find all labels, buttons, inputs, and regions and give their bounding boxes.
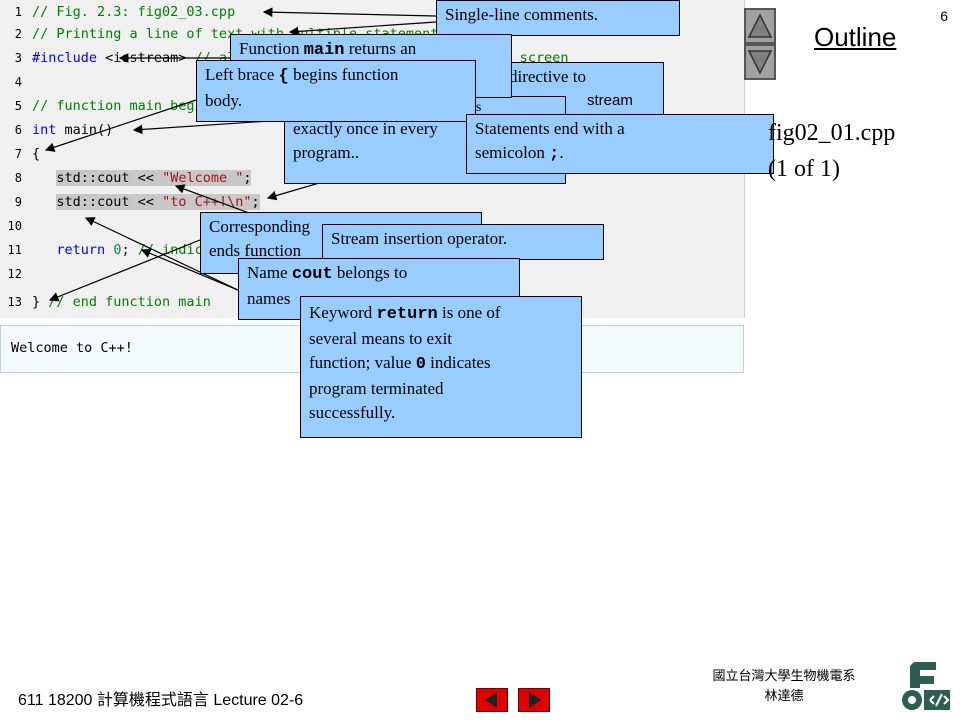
line-number: 9 xyxy=(14,195,22,209)
arrow-right-icon xyxy=(529,692,541,708)
department-footer: 國立台灣大學生物機電系 林達德 xyxy=(700,666,868,706)
triangle-up-icon xyxy=(747,13,773,38)
code-line: 10 xyxy=(0,214,32,238)
department-name: 國立台灣大學生物機電系 xyxy=(712,668,856,683)
scroll-up-button[interactable] xyxy=(744,8,776,44)
code-token: #include xyxy=(32,50,98,66)
code-token: ; xyxy=(121,242,138,258)
code-line: 1 // Fig. 2.3: fig02_03.cpp xyxy=(0,0,235,24)
callout-stream-insertion: Stream insertion operator. xyxy=(322,224,604,260)
code-token xyxy=(32,194,56,210)
line-number: 4 xyxy=(14,75,22,89)
code-line: 8 std::cout << "Welcome "; xyxy=(0,166,252,190)
line-number: 6 xyxy=(14,123,22,137)
code-token: // end function main xyxy=(48,294,211,310)
code-line: 12 xyxy=(0,262,32,286)
scroll-down-button[interactable] xyxy=(744,44,776,80)
next-slide-button[interactable] xyxy=(518,688,550,712)
code-token: } xyxy=(32,294,49,310)
line-number: 11 xyxy=(7,243,22,257)
code-token: std::cout << xyxy=(56,194,163,210)
author-name: 林達德 xyxy=(764,688,804,703)
line-number: 7 xyxy=(14,147,22,161)
code-token: std::cout << xyxy=(56,170,163,186)
line-number: 12 xyxy=(7,267,22,281)
code-token: int xyxy=(32,122,57,138)
code-line: 7{ xyxy=(0,142,40,166)
code-token: "Welcome " xyxy=(162,170,244,186)
code-token: ; xyxy=(251,194,260,210)
triangle-down-icon xyxy=(747,50,773,75)
callout-return-keyword: Keyword return is one of several means t… xyxy=(300,296,582,438)
code-line: 6 int main() xyxy=(0,118,114,142)
code-token: ; xyxy=(243,170,252,186)
code-token: { xyxy=(32,146,41,162)
line-number: 10 xyxy=(7,219,22,233)
line-number: 8 xyxy=(14,171,22,185)
course-footer: 611 18200 計算機程式語言 Lecture 02-6 xyxy=(18,692,304,709)
output-text: Welcome to C++! xyxy=(11,340,133,356)
code-line: 9 std::cout << "to C++!\n"; xyxy=(0,190,260,214)
arrow-left-icon xyxy=(485,692,497,708)
file-name: fig02_01.cpp xyxy=(768,120,896,146)
slide-number: 6 xyxy=(940,8,948,24)
page-range: (1 of 1) xyxy=(768,156,840,182)
line-number: 1 xyxy=(14,5,22,19)
code-token xyxy=(32,170,56,186)
code-line: 4 xyxy=(0,70,32,94)
outline-heading: Outline xyxy=(814,22,897,52)
line-number: 13 xyxy=(7,295,22,309)
department-logo-icon xyxy=(898,658,952,712)
prev-slide-button[interactable] xyxy=(476,688,508,712)
callout-single-line-comments: Single-line comments. xyxy=(436,0,680,36)
code-token: return xyxy=(56,242,106,258)
code-token xyxy=(32,242,56,258)
code-line: 13} // end function main xyxy=(0,290,211,314)
code-token: "to C++!\n" xyxy=(162,194,252,210)
code-token: main() xyxy=(56,122,114,138)
line-number: 2 xyxy=(14,27,22,41)
callout-semicolon: Statements end with a semicolon ;. xyxy=(466,114,774,174)
code-token: // Fig. 2.3: fig02_03.cpp xyxy=(32,4,236,20)
code-token: <iostream> xyxy=(97,50,195,66)
line-number: 5 xyxy=(14,99,22,113)
line-number: 3 xyxy=(14,51,22,65)
callout-left-brace: Left brace { begins function body. xyxy=(196,60,476,122)
